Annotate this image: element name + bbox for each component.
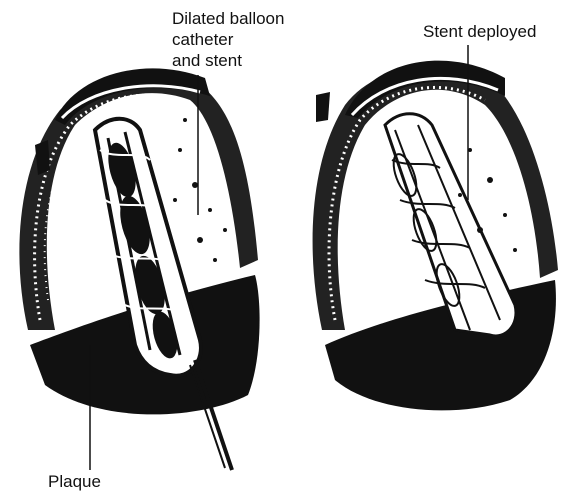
left-artery — [19, 68, 259, 470]
right-artery — [313, 45, 558, 410]
dilated-label-line-1: Dilated balloon — [172, 8, 284, 29]
dilated-label-line-2: catheter — [172, 29, 284, 50]
dilated-label-line-3: and stent — [172, 50, 284, 71]
right-tissue-dark — [325, 280, 556, 410]
plaque-label: Plaque — [48, 471, 101, 492]
dilated-balloon-label: Dilated balloon catheter and stent — [172, 8, 284, 71]
stent-deployed-label: Stent deployed — [423, 21, 536, 42]
deployed-stent — [385, 114, 516, 336]
